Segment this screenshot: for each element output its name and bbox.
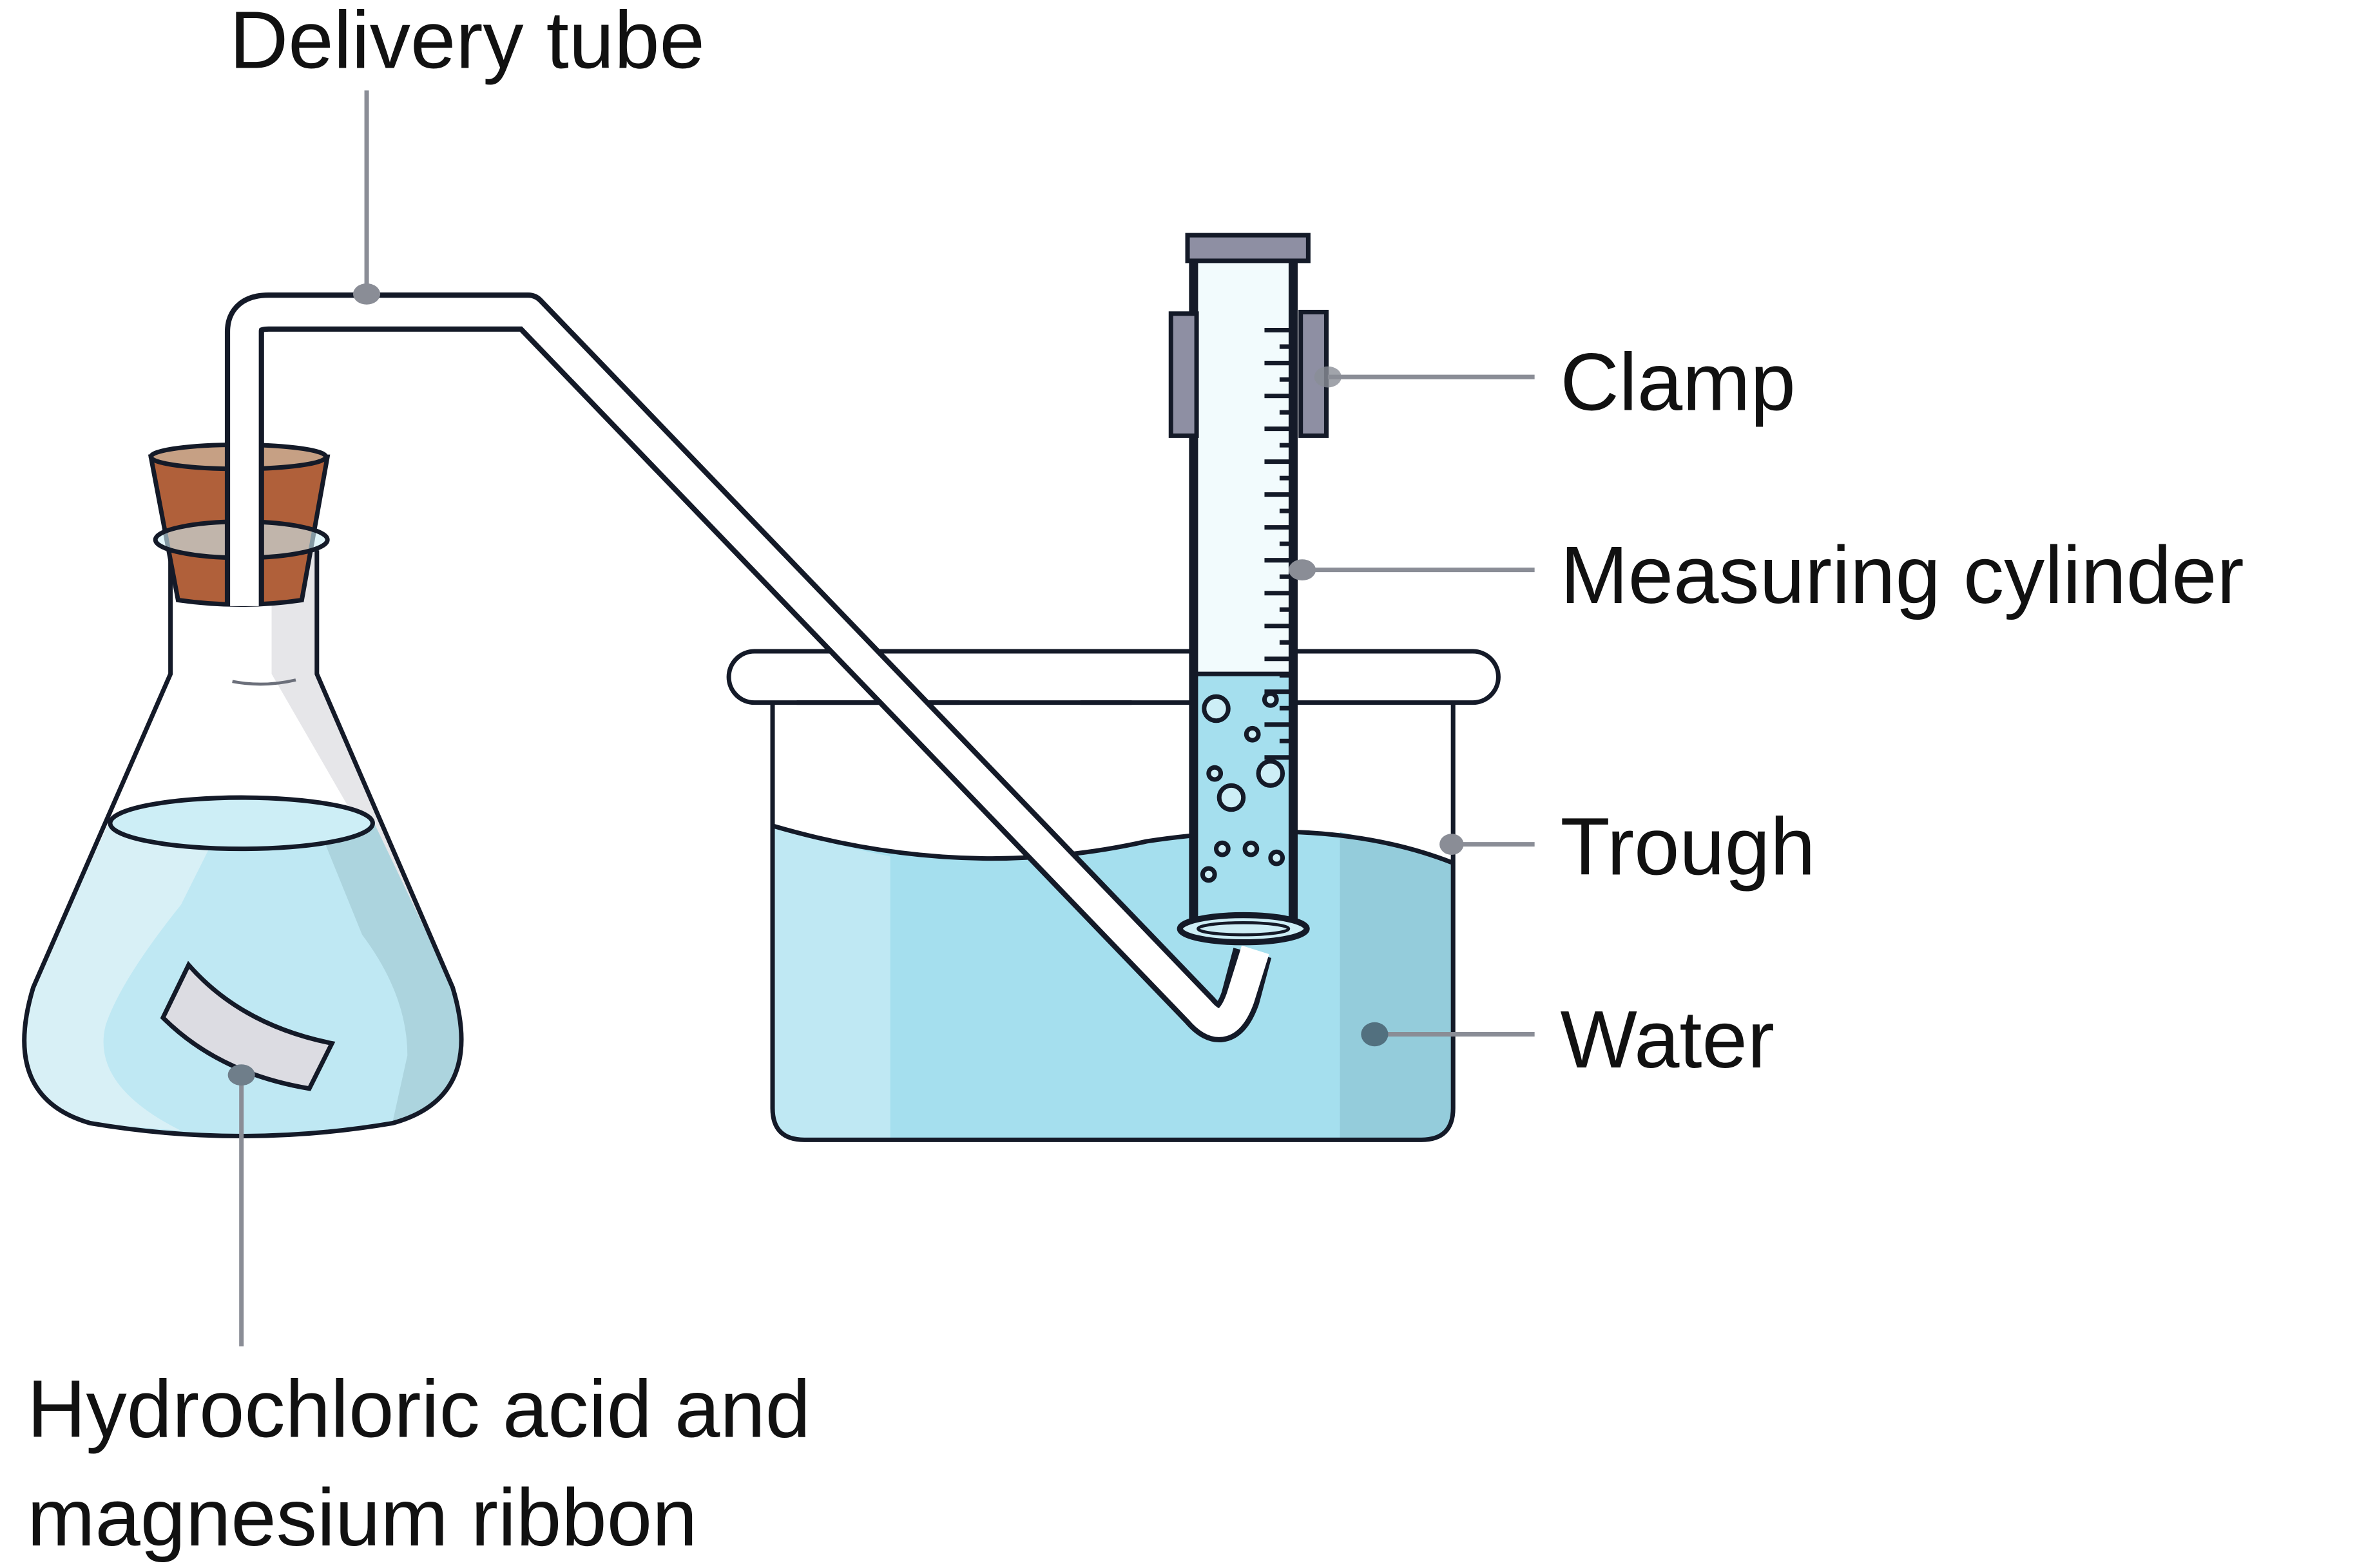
clamp-left-jaw	[1168, 311, 1199, 438]
label-trough: Trough	[1560, 801, 1815, 892]
cylinder-base	[1185, 233, 1311, 263]
gas-bubbles	[1200, 691, 1285, 883]
graduation-marks	[1264, 328, 1292, 760]
measuring-cylinder	[1168, 233, 1329, 946]
label-delivery-tube: Delivery tube	[229, 0, 705, 85]
conical-flask	[22, 550, 464, 1138]
magnesium-ribbon	[160, 961, 336, 1091]
trough-water	[773, 824, 1453, 1138]
label-clamp: Clamp	[1560, 337, 1795, 428]
label-acid-line2: magnesium ribbon	[27, 1472, 697, 1563]
label-measuring-cylinder: Measuring cylinder	[1560, 530, 2244, 620]
delivery-tube	[224, 292, 1272, 1042]
leader-lines	[227, 90, 1535, 1346]
label-acid-line1: Hydrochloric acid and	[27, 1363, 811, 1454]
label-water: Water	[1560, 994, 1774, 1085]
